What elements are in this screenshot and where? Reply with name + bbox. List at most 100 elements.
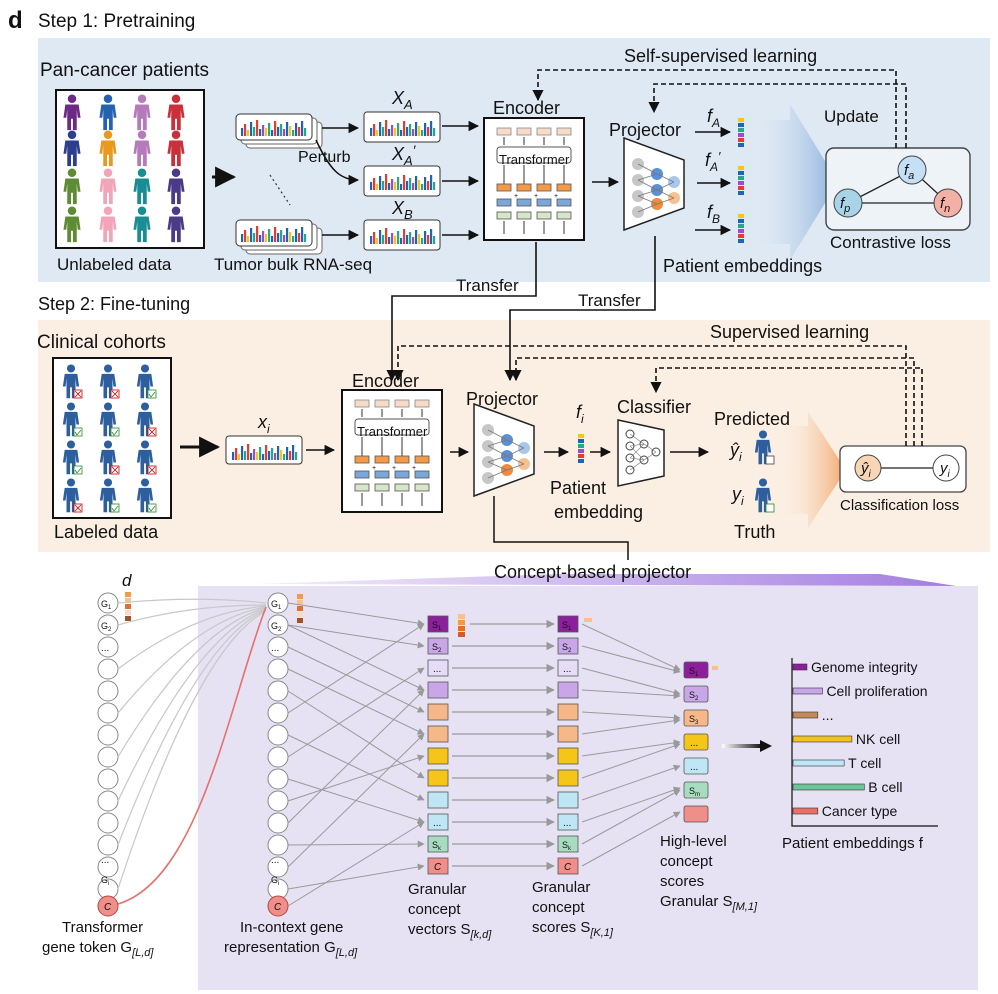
encoder2-box bbox=[341, 389, 443, 513]
concept-banner: Concept-based projector bbox=[494, 562, 691, 582]
caption-high-4: Granular S[M,1] bbox=[660, 893, 758, 913]
score-mini-bar bbox=[584, 618, 592, 622]
patient-embedding-label-2: embedding bbox=[554, 502, 643, 522]
embedding-bar-3 bbox=[792, 735, 853, 743]
contrastive-label: Contrastive loss bbox=[830, 233, 951, 252]
embedding-bar-label-3: NK cell bbox=[856, 731, 900, 747]
vec-s2: S2 bbox=[432, 642, 442, 654]
labeled-label: Labeled data bbox=[54, 522, 159, 542]
transfer-label-right: Transfer bbox=[578, 291, 641, 310]
dotted-connector bbox=[269, 174, 291, 206]
high-ellipsis-2: ... bbox=[690, 762, 698, 773]
embedding-bar-2 bbox=[792, 711, 819, 719]
score-ellipsis: ... bbox=[563, 664, 571, 675]
orange-flow-arrow bbox=[780, 412, 846, 528]
gradient-arrow-body bbox=[722, 744, 762, 748]
caption-granscore-2: concept bbox=[532, 899, 585, 916]
xa-label: XA bbox=[391, 88, 413, 112]
caption-granscore-1: Granular bbox=[532, 879, 590, 896]
granular-vector-d-bar bbox=[458, 614, 465, 637]
xa-prime-label: XA′ bbox=[391, 142, 417, 168]
self-supervised-label: Self-supervised learning bbox=[624, 46, 817, 66]
context-ellipsis: ... bbox=[271, 643, 279, 654]
xi-barplot bbox=[225, 435, 303, 465]
context-ellipsis-2: ... bbox=[271, 855, 279, 866]
caption-granvec-2: concept bbox=[408, 901, 461, 918]
token-c-curve bbox=[117, 606, 267, 905]
token-ellipsis-2: ... bbox=[101, 855, 109, 866]
predicted-question-box bbox=[765, 455, 775, 465]
classifier-shape bbox=[617, 419, 665, 487]
loss-yhat: ŷi bbox=[860, 460, 872, 480]
vec-sk: Sk bbox=[432, 840, 442, 852]
score-c: C bbox=[564, 862, 572, 873]
context-d-bar bbox=[297, 594, 303, 623]
xa-barplot bbox=[363, 111, 441, 143]
embedding-bar-label-6: Cancer type bbox=[822, 803, 898, 819]
caption-high-1: High-level bbox=[660, 833, 727, 850]
embedding-bar-5 bbox=[792, 783, 865, 791]
node-fn: fn bbox=[940, 195, 950, 215]
embeddings-caption: Patient embeddings f bbox=[782, 835, 924, 852]
predicted-label: Predicted bbox=[714, 409, 790, 429]
score-s2: S2 bbox=[562, 642, 572, 654]
caption-token-2: gene token G[L,d] bbox=[42, 939, 154, 959]
token-gi: Gi bbox=[101, 875, 109, 887]
xa-prime-barplot bbox=[363, 165, 441, 197]
fi-label: fi bbox=[576, 402, 584, 426]
yhat-predicted: ŷi bbox=[728, 440, 742, 464]
supervised-label: Supervised learning bbox=[710, 322, 869, 342]
context-to-vector-lines bbox=[287, 602, 425, 907]
xb-label: XB bbox=[391, 198, 413, 222]
pan-cancer-title: Pan-cancer patients bbox=[40, 60, 209, 81]
embedding-bar-0 bbox=[792, 663, 808, 671]
vec-s1: S1 bbox=[432, 620, 442, 632]
supervised-dashed-2 bbox=[510, 357, 915, 446]
transfer-line-right bbox=[504, 236, 656, 382]
d-label: d bbox=[122, 571, 132, 590]
context-c-label: C bbox=[274, 902, 282, 913]
score-ellipsis-2: ... bbox=[563, 818, 571, 829]
embedding-bar-6 bbox=[792, 807, 819, 815]
score-sk: Sk bbox=[562, 840, 572, 852]
embedding-axis bbox=[791, 658, 938, 827]
classifier-label: Classifier bbox=[617, 397, 691, 417]
caption-granvec-3: vectors S[k,d] bbox=[408, 921, 492, 941]
encoder1-box bbox=[483, 117, 585, 241]
projector1-label: Projector bbox=[609, 120, 681, 140]
vec-ellipsis: ... bbox=[433, 664, 441, 675]
unlabeled-label: Unlabeled data bbox=[57, 255, 172, 274]
caption-granvec-1: Granular bbox=[408, 881, 466, 898]
vec-ellipsis-2: ... bbox=[433, 818, 441, 829]
token-column bbox=[97, 592, 119, 900]
patient-embedding-label-1: Patient bbox=[550, 478, 606, 498]
high-ellipsis: ... bbox=[690, 738, 698, 749]
high-s3: S3 bbox=[689, 714, 699, 726]
highlevel-mini-bar bbox=[712, 666, 718, 670]
embedding-bar-1 bbox=[792, 687, 823, 695]
granular-score-column bbox=[557, 615, 579, 875]
clinical-title: Clinical cohorts bbox=[37, 332, 166, 353]
banner-wedge bbox=[256, 574, 956, 586]
transfer-line-left bbox=[386, 242, 537, 382]
caption-token-1: Transformer bbox=[62, 919, 143, 936]
step2-title: Step 2: Fine-tuning bbox=[38, 294, 190, 314]
highlevel-column bbox=[683, 661, 709, 823]
arrow-to-xa-prime bbox=[315, 139, 360, 186]
classification-loss-box bbox=[839, 445, 967, 493]
classification-loss-label: Classification loss bbox=[840, 497, 959, 514]
encoder2-label: Encoder bbox=[352, 371, 419, 391]
caption-granscore-3: scores S[K,1] bbox=[532, 919, 614, 939]
token-c-node bbox=[97, 895, 119, 917]
token-c-label: C bbox=[104, 902, 112, 913]
fb-label: fB bbox=[707, 202, 720, 226]
high-s1: S1 bbox=[689, 666, 699, 678]
truth-label: Truth bbox=[734, 522, 775, 542]
high-s2: S2 bbox=[689, 690, 699, 702]
update-label: Update bbox=[824, 107, 879, 126]
contrastive-box bbox=[825, 147, 971, 231]
transformer1-label: Transformer bbox=[499, 152, 570, 167]
fap-label: fA′ bbox=[705, 149, 721, 174]
context-column bbox=[267, 592, 289, 900]
pan-cancer-grid bbox=[55, 89, 205, 249]
